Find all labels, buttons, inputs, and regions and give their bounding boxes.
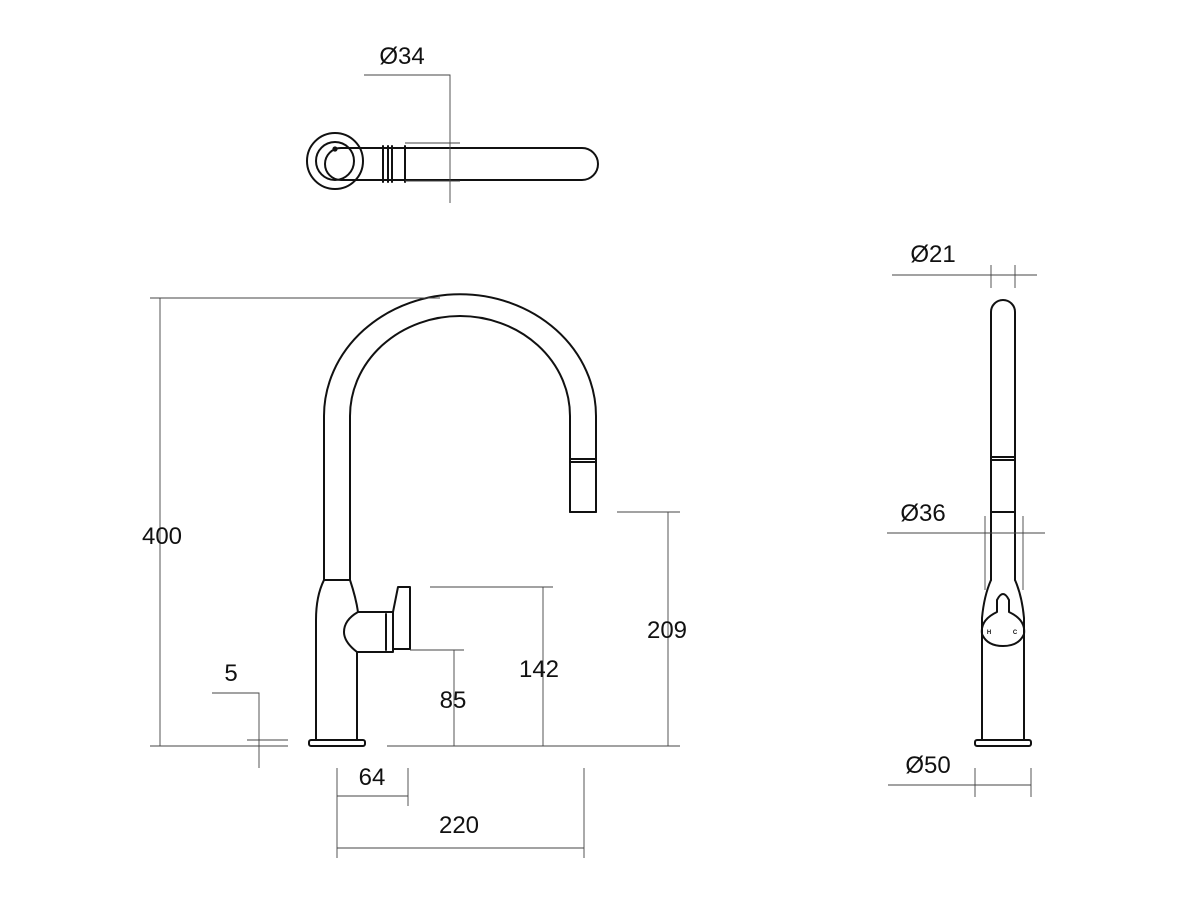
end-view-body-outline — [981, 579, 1025, 741]
end-view-spout-joints — [990, 456, 1016, 513]
dim-top-diameter: Ø34 — [379, 43, 424, 70]
end-view-base-plate — [974, 739, 1032, 747]
dim-base-thickness: 5 — [224, 660, 237, 687]
lever-handle — [343, 586, 411, 653]
lever-handle-detail — [385, 611, 394, 651]
hot-marking: H — [987, 630, 991, 636]
spout-outer-outline — [323, 293, 597, 581]
end-view-spout-outline — [990, 299, 1016, 581]
dim-lever-top-height: 142 — [519, 656, 559, 683]
top-view-spout-joint — [382, 145, 406, 183]
top-view-base-inner — [315, 141, 355, 181]
cold-marking: C — [1013, 630, 1018, 636]
dim-base-diameter: Ø50 — [905, 752, 950, 779]
front-view: 400 5 85 142 209 64 220 — [142, 293, 687, 858]
dim-spout-diameter: Ø21 — [910, 241, 955, 268]
spout-nozzle — [569, 458, 597, 513]
dim-base-to-lever: 64 — [359, 764, 386, 791]
tap-base-plate — [308, 739, 366, 747]
spout-inner-outline — [349, 315, 571, 581]
top-view-spout-outline — [324, 147, 599, 181]
dim-body-diameter: Ø36 — [900, 500, 945, 527]
top-view: Ø34 — [306, 43, 599, 203]
dim-overall-height: 400 — [142, 523, 182, 550]
end-view-lever — [980, 593, 1026, 647]
front-view-dim-lines — [150, 297, 680, 858]
end-view: H C Ø21 Ø36 Ø50 — [887, 241, 1045, 797]
dim-reach: 220 — [439, 812, 479, 839]
dim-handle-height: 85 — [440, 687, 467, 714]
top-view-base-outer — [306, 132, 364, 190]
tap-body-outline — [315, 579, 359, 741]
dim-outlet-height: 209 — [647, 617, 687, 644]
end-view-dim-lines — [887, 265, 1045, 797]
top-view-dim-lines — [364, 74, 460, 203]
